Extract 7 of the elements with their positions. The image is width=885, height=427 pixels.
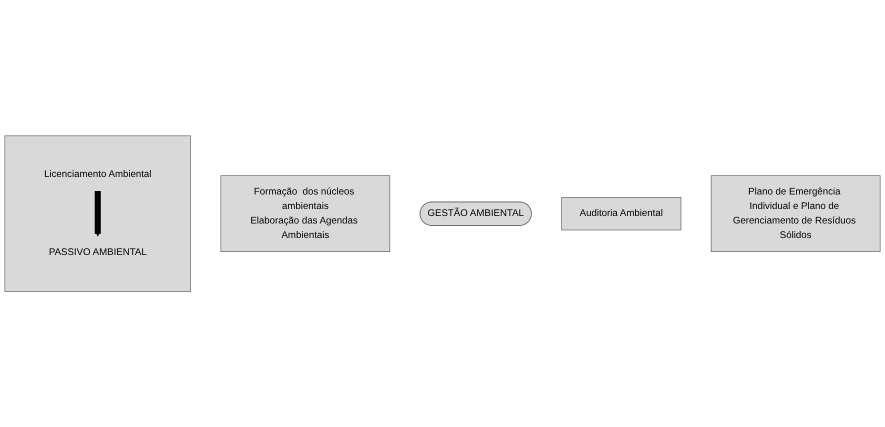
arrow — [94, 190, 101, 236]
node-text: Licenciamento Ambiental — [44, 169, 152, 180]
node-box: Plano de Emergência Individual e Plano de Gerenciamento de Resíduos Sólidos — [710, 175, 880, 252]
node-text: PASSIVO AMBIENTAL — [48, 246, 147, 258]
node-box: Formação dos núcleos ambientais Elaboração das Agendas Ambientais — [220, 175, 390, 252]
cluster — [4, 135, 191, 292]
node-box: Auditoria Ambiental — [561, 196, 682, 230]
